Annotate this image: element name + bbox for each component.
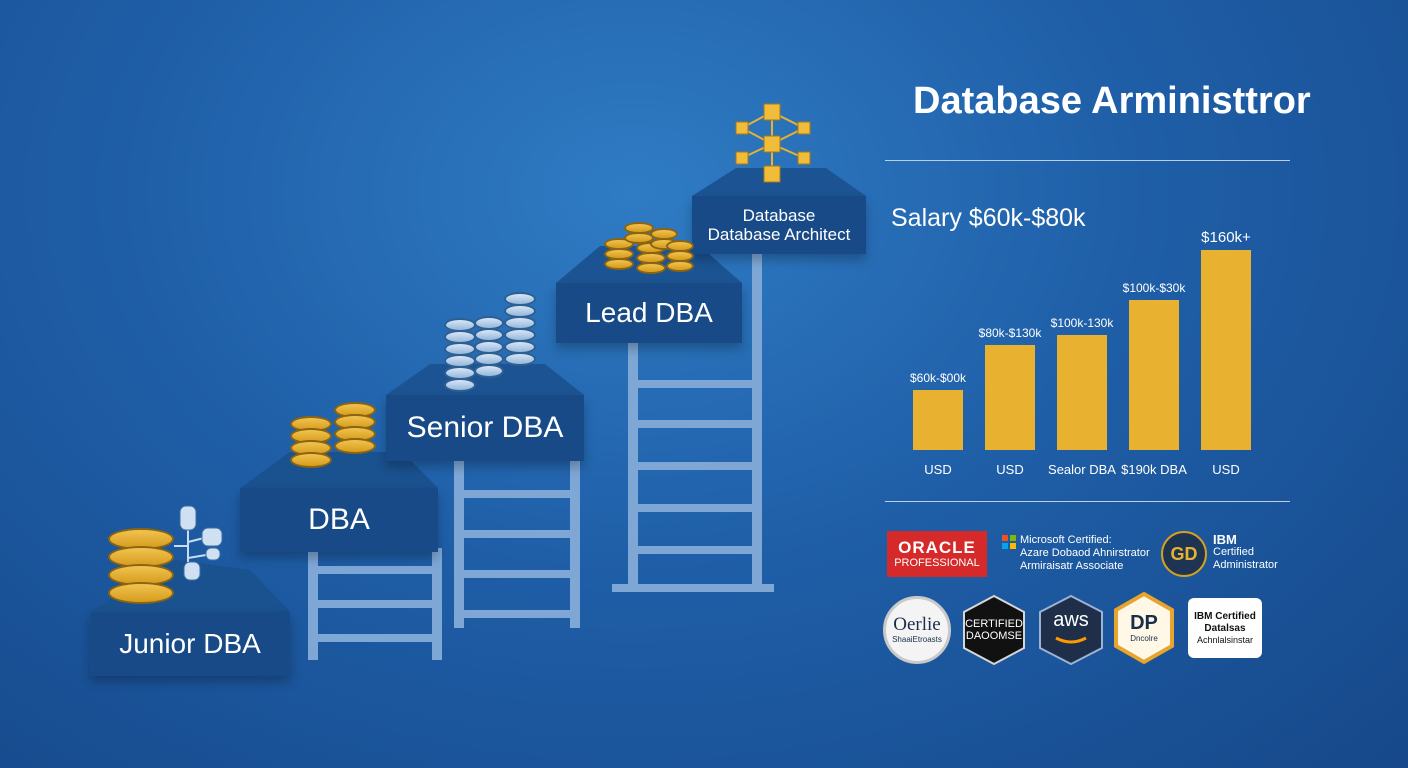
oracle-logo-text: ORACLE	[898, 537, 976, 557]
database-icon-large	[108, 528, 174, 606]
bar-value-label: $100k-$30k	[1123, 281, 1187, 295]
career-step-junior-dba: Junior DBA	[90, 612, 290, 676]
salary-bar	[913, 390, 963, 450]
bar-value-label: $160k+	[1201, 229, 1251, 246]
career-label-line1: Database	[742, 206, 816, 225]
certified-hexagon-badge	[963, 594, 1025, 666]
ibm-cert-line3: Administrator	[1213, 559, 1278, 571]
career-label: Senior DBA	[406, 411, 564, 444]
ibm-cert-line2: Certified	[1213, 546, 1254, 558]
ibm-gd-logo-text: GD	[1170, 543, 1198, 564]
ibm-certified-database-badge: IBM Certified Datalsas Achnlalsinstar	[1188, 598, 1262, 658]
bar-category-label: $190k DBA	[1121, 462, 1187, 477]
aws-logo-text: aws	[1053, 608, 1089, 631]
career-step-senior-dba: Senior DBA	[386, 395, 584, 461]
ms-cert-line2: Azare Dobaod Ahnirstrator	[1020, 547, 1150, 559]
seal-line2: ShaaiEtroasts	[892, 635, 942, 644]
ms-cert-line1: Microsoft Certified:	[1020, 534, 1112, 546]
bar-value-label: $60k-$00k	[910, 371, 967, 385]
bar-category-label: Sealor DBA	[1048, 462, 1116, 477]
career-label-line2: Database Architect	[707, 225, 851, 244]
divider-bottom	[885, 501, 1290, 502]
oracle-professional-badge: ORACLE PROFESSIONAL	[887, 531, 987, 577]
career-step-architect: Database Database Architect	[692, 196, 866, 254]
ibm-certified-text: IBM Certified Administrator	[1213, 533, 1303, 572]
career-label: Junior DBA	[119, 628, 261, 659]
divider-top	[885, 160, 1290, 161]
oracle-seal-badge: Oerlie ShaaiEtroasts	[883, 596, 951, 664]
database-icon-dba	[290, 402, 380, 476]
seal-line1: Oerlie	[893, 614, 941, 635]
dp-hexagon-badge	[1114, 592, 1174, 665]
dp-badge-text: DP Dncolre	[1112, 608, 1176, 648]
bar-value-label: $80k-$130k	[979, 326, 1043, 340]
salary-bar	[1129, 300, 1179, 450]
microsoft-certified-text: Microsoft Certified: Azare Dobaod Ahnirs…	[1020, 534, 1160, 573]
database-icon-lead	[604, 222, 694, 274]
career-label: DBA	[308, 503, 370, 536]
ibm-badge-line1: IBM Certified	[1194, 610, 1256, 622]
hex-line1: CERTIFIED	[965, 618, 1023, 630]
small-database-network-icon	[174, 505, 223, 581]
ibm-badge-line2: Datalsas	[1204, 622, 1246, 634]
bar-category-label: USD	[924, 462, 951, 477]
ms-cert-line3: Armiraisatr Associate	[1020, 560, 1124, 572]
salary-bar	[1057, 335, 1107, 450]
dp-line1: DP	[1130, 612, 1158, 634]
career-label: Lead DBA	[585, 297, 713, 328]
page-title: Database Arministtror	[913, 80, 1311, 122]
hex-line2: DAOOMSE	[965, 630, 1023, 642]
bar-category-label: USD	[996, 462, 1023, 477]
database-icon-senior	[444, 292, 536, 392]
certified-hexagon-text: CERTIFIED DAOOMSE	[960, 612, 1028, 648]
chart-title: Salary $60k-$80k	[891, 204, 1086, 232]
dp-line2: Dncolre	[1130, 634, 1158, 643]
bar-value-label: $100k-130k	[1051, 316, 1115, 330]
ibm-gd-badge-icon: GD	[1161, 531, 1207, 577]
salary-bar	[1201, 250, 1251, 450]
aws-hexagon-badge	[1039, 594, 1103, 666]
ibm-cert-line1: IBM	[1213, 532, 1237, 547]
bar-category-label: USD	[1212, 462, 1239, 477]
ibm-badge-line3: Achnlalsinstar	[1196, 634, 1254, 645]
career-step-dba: DBA	[240, 488, 438, 552]
career-step-lead-dba: Lead DBA	[556, 283, 742, 343]
salary-bar	[985, 345, 1035, 450]
oracle-badge-label: PROFESSIONAL	[894, 556, 980, 569]
microsoft-logo-icon	[1002, 535, 1016, 549]
